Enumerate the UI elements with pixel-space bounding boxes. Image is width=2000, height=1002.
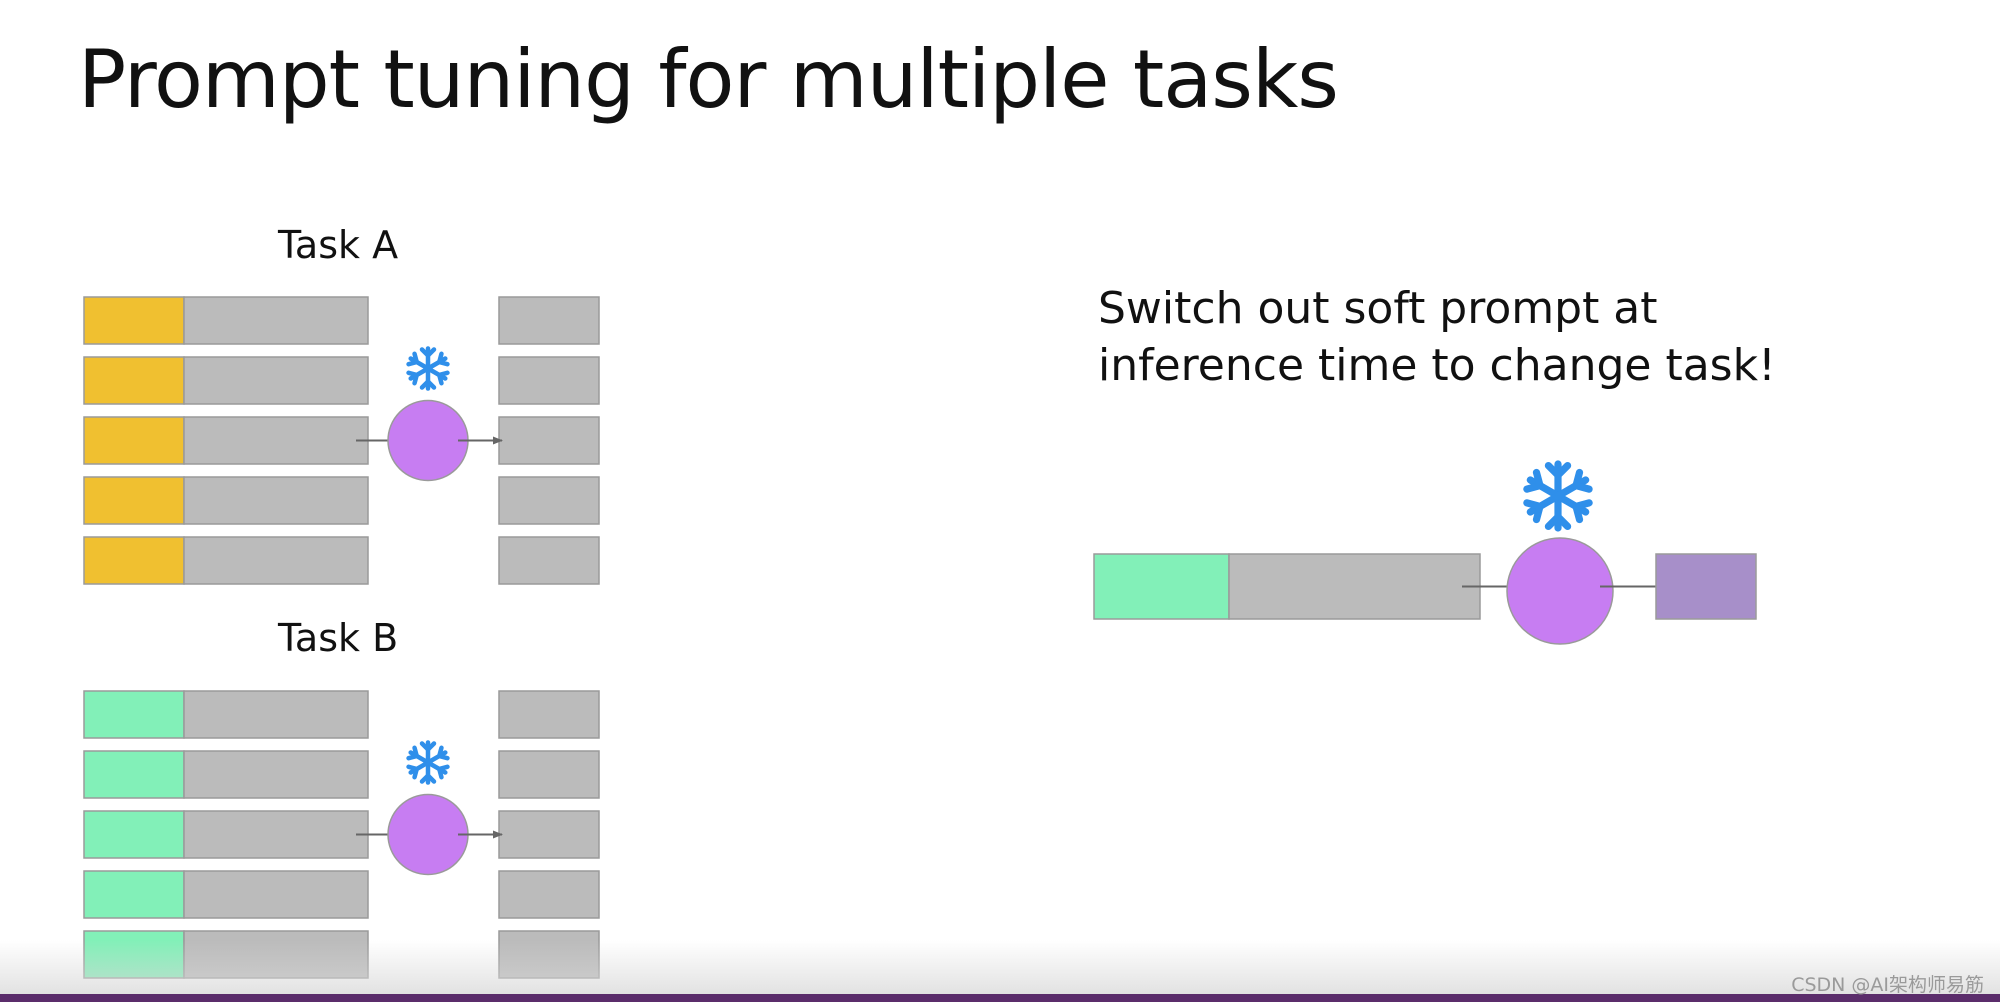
task-a-output-2 bbox=[498, 356, 600, 405]
task-a-soft-prompt-1 bbox=[83, 296, 185, 345]
task-a-output-5 bbox=[498, 536, 600, 585]
task-a-input-4 bbox=[183, 476, 369, 525]
inference-input bbox=[1228, 553, 1481, 620]
task-b-soft-prompt-2 bbox=[83, 750, 185, 799]
task-a-output-1 bbox=[498, 296, 600, 345]
task-a-input-5 bbox=[183, 536, 369, 585]
inference-group bbox=[1093, 464, 1757, 645]
task-b-input-3 bbox=[183, 810, 369, 859]
task-b-input-2 bbox=[183, 750, 369, 799]
task-a-soft-prompt-4 bbox=[83, 476, 185, 525]
task-a-group bbox=[83, 296, 600, 585]
task-b-input-1 bbox=[183, 690, 369, 739]
task-b-input-4 bbox=[183, 870, 369, 919]
task-a-soft-prompt-5 bbox=[83, 536, 185, 585]
task-a-output-4 bbox=[498, 476, 600, 525]
task-b-label: Task B bbox=[278, 616, 399, 660]
inference-frozen-model bbox=[1506, 537, 1614, 645]
task-a-frozen-model bbox=[387, 399, 469, 482]
slide-title: Prompt tuning for multiple tasks bbox=[78, 33, 1339, 126]
inference-snowflake-icon bbox=[1527, 464, 1589, 528]
bottom-shade bbox=[0, 940, 2000, 996]
inference-output bbox=[1655, 553, 1757, 620]
task-a-snowflake-icon bbox=[409, 349, 448, 389]
task-a-label: Task A bbox=[278, 223, 399, 267]
task-b-output-3 bbox=[498, 810, 600, 859]
task-b-output-2 bbox=[498, 750, 600, 799]
task-b-snowflake-icon bbox=[409, 743, 448, 783]
inference-soft-prompt bbox=[1093, 553, 1230, 620]
task-b-output-4 bbox=[498, 870, 600, 919]
task-b-soft-prompt-1 bbox=[83, 690, 185, 739]
task-b-soft-prompt-3 bbox=[83, 810, 185, 859]
task-b-frozen-model bbox=[387, 793, 469, 876]
task-a-input-3 bbox=[183, 416, 369, 465]
watermark: CSDN @AI架构师易筋 bbox=[1791, 974, 1984, 996]
inference-caption: Switch out soft prompt at inference time… bbox=[1098, 280, 1776, 394]
bottom-bar bbox=[0, 994, 2000, 1002]
task-a-input-1 bbox=[183, 296, 369, 345]
task-a-input-2 bbox=[183, 356, 369, 405]
caption-line-2: inference time to change task! bbox=[1098, 340, 1776, 391]
task-a-soft-prompt-3 bbox=[83, 416, 185, 465]
task-b-output-1 bbox=[498, 690, 600, 739]
task-b-soft-prompt-4 bbox=[83, 870, 185, 919]
task-a-output-3 bbox=[498, 416, 600, 465]
task-a-soft-prompt-2 bbox=[83, 356, 185, 405]
caption-line-1: Switch out soft prompt at bbox=[1098, 283, 1658, 334]
task-b-group bbox=[83, 690, 600, 979]
